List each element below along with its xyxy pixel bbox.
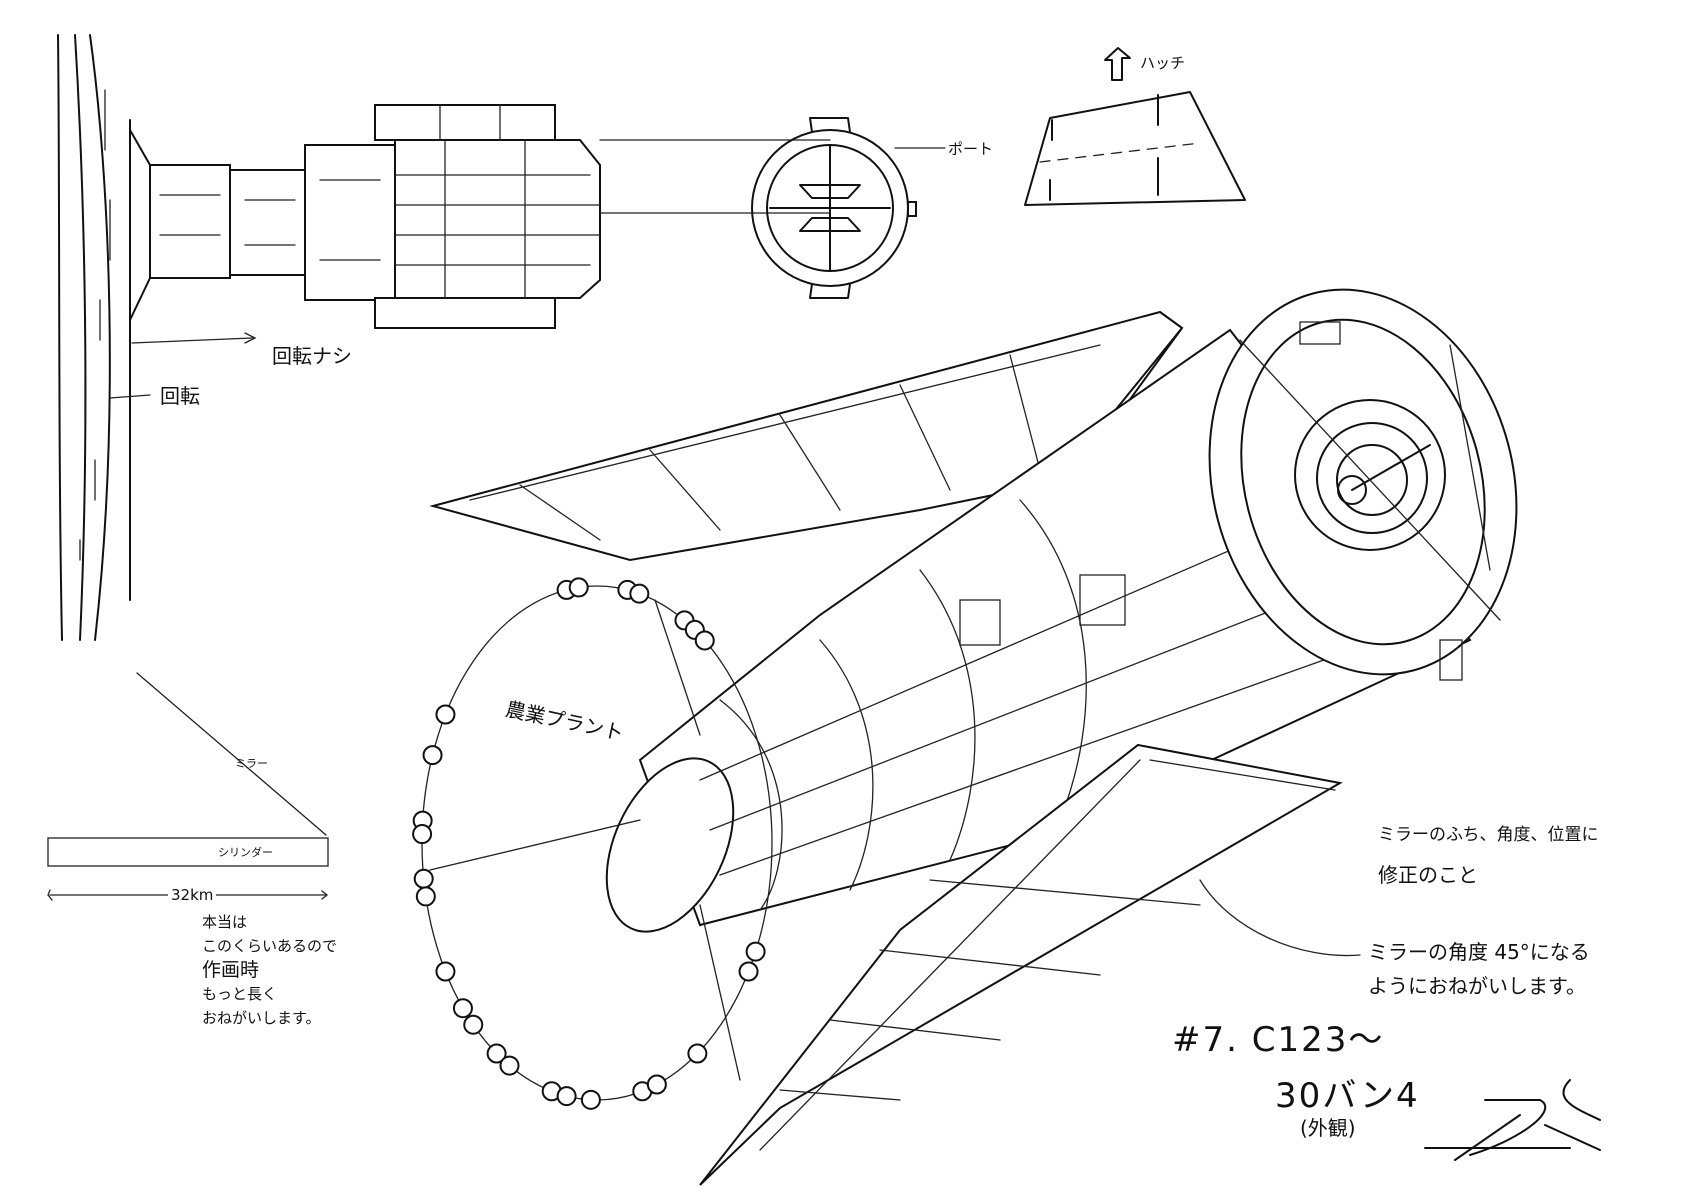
note-line: 修正のこと [1378,863,1478,887]
plant-pod [556,1086,577,1107]
plant-pod [422,745,443,766]
label-hatch: ハッチ [1140,54,1186,72]
plant-pod [413,868,434,889]
note-line: ミラーの角度 45°になる [1368,940,1590,964]
note-line: 作画時 [202,959,260,981]
plant-pod [646,1074,667,1095]
note-leader-line [1199,879,1361,957]
agri-plant-ring [412,577,773,1110]
plant-pod [745,941,766,962]
plant-pod [568,577,589,598]
mirror-cylinder-schematic [47,672,329,901]
plant-pod [738,961,759,982]
note-line: もっと長く [202,985,278,1003]
plant-pod [499,1055,520,1076]
plant-pod [463,1014,484,1035]
rotation-arrows [109,332,257,399]
note-mirror-angle: ミラーの角度 45°になる ようにおねがいします。 [1368,935,1590,1003]
plant-pod [629,583,650,604]
plant-pod [435,961,456,982]
plant-pod [580,1089,601,1110]
hatch-view [1024,47,1246,206]
plant-pod [694,630,715,651]
plant-pod [435,704,456,725]
label-mirror: ミラー [235,757,268,770]
label-port: ポート [948,140,994,158]
lower-mirror [699,743,1343,1186]
label-cylinder: シリンダー [218,846,273,859]
slate-cut-number: #7. C123～ [1172,1020,1385,1060]
plant-pod [687,1043,708,1064]
note-line: このくらいあるので [202,937,338,955]
colony-dome [1208,288,1518,681]
port-view [751,117,946,299]
note-line: ようにおねがいします。 [1368,974,1586,998]
label-length: 32km [168,886,217,904]
plant-pod [412,824,433,845]
note-line: おねがいします。 [202,1009,321,1027]
note-line: 本当は [202,913,248,931]
plant-pod [415,886,436,907]
plant-pod [452,998,473,1019]
label-rotation: 回転 [160,384,200,408]
plant-pod [486,1043,507,1064]
note-mirror-fix: ミラーのふち、角度、位置に 修正のこと [1378,815,1599,895]
slate-type: (外観) [1300,1116,1356,1140]
note-length: 本当は このくらいあるので 作画時 もっと長く おねがいします。 [202,910,337,1030]
signature-mark [1424,1079,1601,1161]
label-rotation-none: 回転ナシ [272,344,352,368]
slate-background-number: 30バン4 [1275,1076,1420,1116]
note-line: ミラーのふち、角度、位置に [1378,825,1599,845]
station-module [129,104,831,329]
colony-wall [57,34,131,641]
